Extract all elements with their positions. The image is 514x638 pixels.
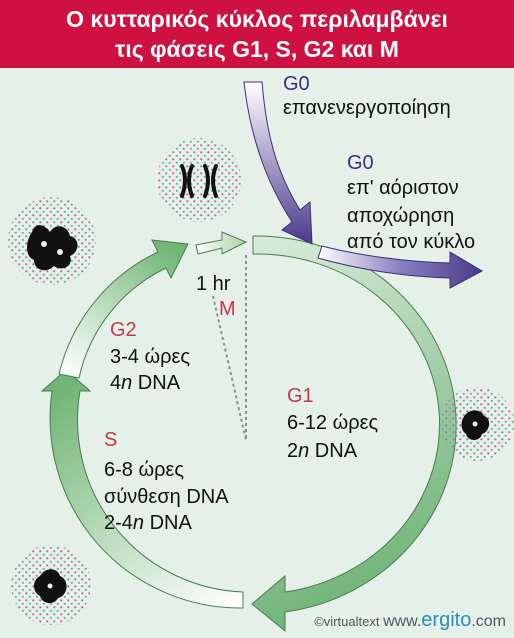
g0-exit-label: G0 bbox=[347, 152, 374, 174]
g1-dna-unit: DNA bbox=[309, 440, 358, 462]
m-phase-duration: 1 hr bbox=[196, 273, 231, 295]
m-phase-arrow bbox=[195, 231, 248, 255]
title-banner: Ο κυτταρικός κύκλος περιλαμβάνει τις φάσ… bbox=[0, 0, 514, 68]
g0-reentry-text: επανενεργοποίηση bbox=[283, 97, 451, 119]
g1-dna-variable: n bbox=[298, 440, 310, 462]
g2-phase-arrow bbox=[58, 239, 189, 379]
s-phase-activity: σύνθεση DNA bbox=[104, 486, 229, 508]
g0-reentry-label: G0 bbox=[283, 73, 310, 95]
url-prefix: www. bbox=[383, 613, 422, 630]
g2-phase-label: G2 bbox=[110, 319, 137, 341]
s-phase-label: S bbox=[104, 429, 118, 451]
title-line-2: τις φάσεις G1, S, G2 και Μ bbox=[115, 36, 399, 62]
g1-phase-dna: 2n DNA bbox=[287, 439, 357, 463]
g2-phase-duration: 3-4 ώρες bbox=[110, 346, 191, 368]
g0-reentry-arrow bbox=[243, 81, 313, 245]
g0-exit-line2: αποχώρηση bbox=[347, 205, 455, 227]
url-suffix: .com bbox=[471, 613, 506, 630]
g2-phase-dna: 4n DNA bbox=[110, 371, 180, 395]
m-phase-label: M bbox=[219, 298, 236, 320]
g1-dna-number: 2 bbox=[287, 440, 299, 462]
s-phase-dna: 2-4n DNA bbox=[104, 511, 192, 535]
g1-phase-label: G1 bbox=[287, 385, 314, 407]
s-dna-range: 2-4 bbox=[104, 512, 133, 534]
g1-phase-arrow bbox=[251, 235, 457, 633]
s-dna-unit: DNA bbox=[144, 512, 192, 534]
g2-dna-variable: n bbox=[121, 372, 133, 394]
cell-g1-icon bbox=[440, 387, 514, 461]
s-dna-variable: n bbox=[132, 512, 145, 534]
website-url: www.ergito.com bbox=[383, 609, 506, 631]
g0-exit-line1: επ' αόριστον bbox=[347, 177, 459, 199]
g2-dna-unit: DNA bbox=[132, 372, 181, 394]
brand-name: ergito bbox=[421, 609, 472, 631]
cell-s-icon bbox=[11, 545, 91, 625]
g1-phase-duration: 6-12 ώρες bbox=[287, 412, 379, 434]
copyright-credit: ©virtualtext www.ergito.com bbox=[314, 609, 506, 632]
cell-g2-icon bbox=[8, 197, 96, 285]
s-phase-arrow bbox=[40, 369, 244, 609]
title-line-1: Ο κυτταρικός κύκλος περιλαμβάνει bbox=[66, 6, 448, 32]
g0-exit-line3: από τον κύκλο bbox=[347, 231, 476, 253]
g2-dna-number: 4 bbox=[110, 372, 122, 394]
cell-metaphase-icon bbox=[157, 138, 241, 222]
copyright-text: ©virtualtext bbox=[314, 614, 380, 629]
s-phase-duration: 6-8 ώρες bbox=[104, 459, 185, 481]
phase-divider-diagonal bbox=[212, 295, 247, 441]
g0-exit-arrow bbox=[317, 245, 484, 289]
